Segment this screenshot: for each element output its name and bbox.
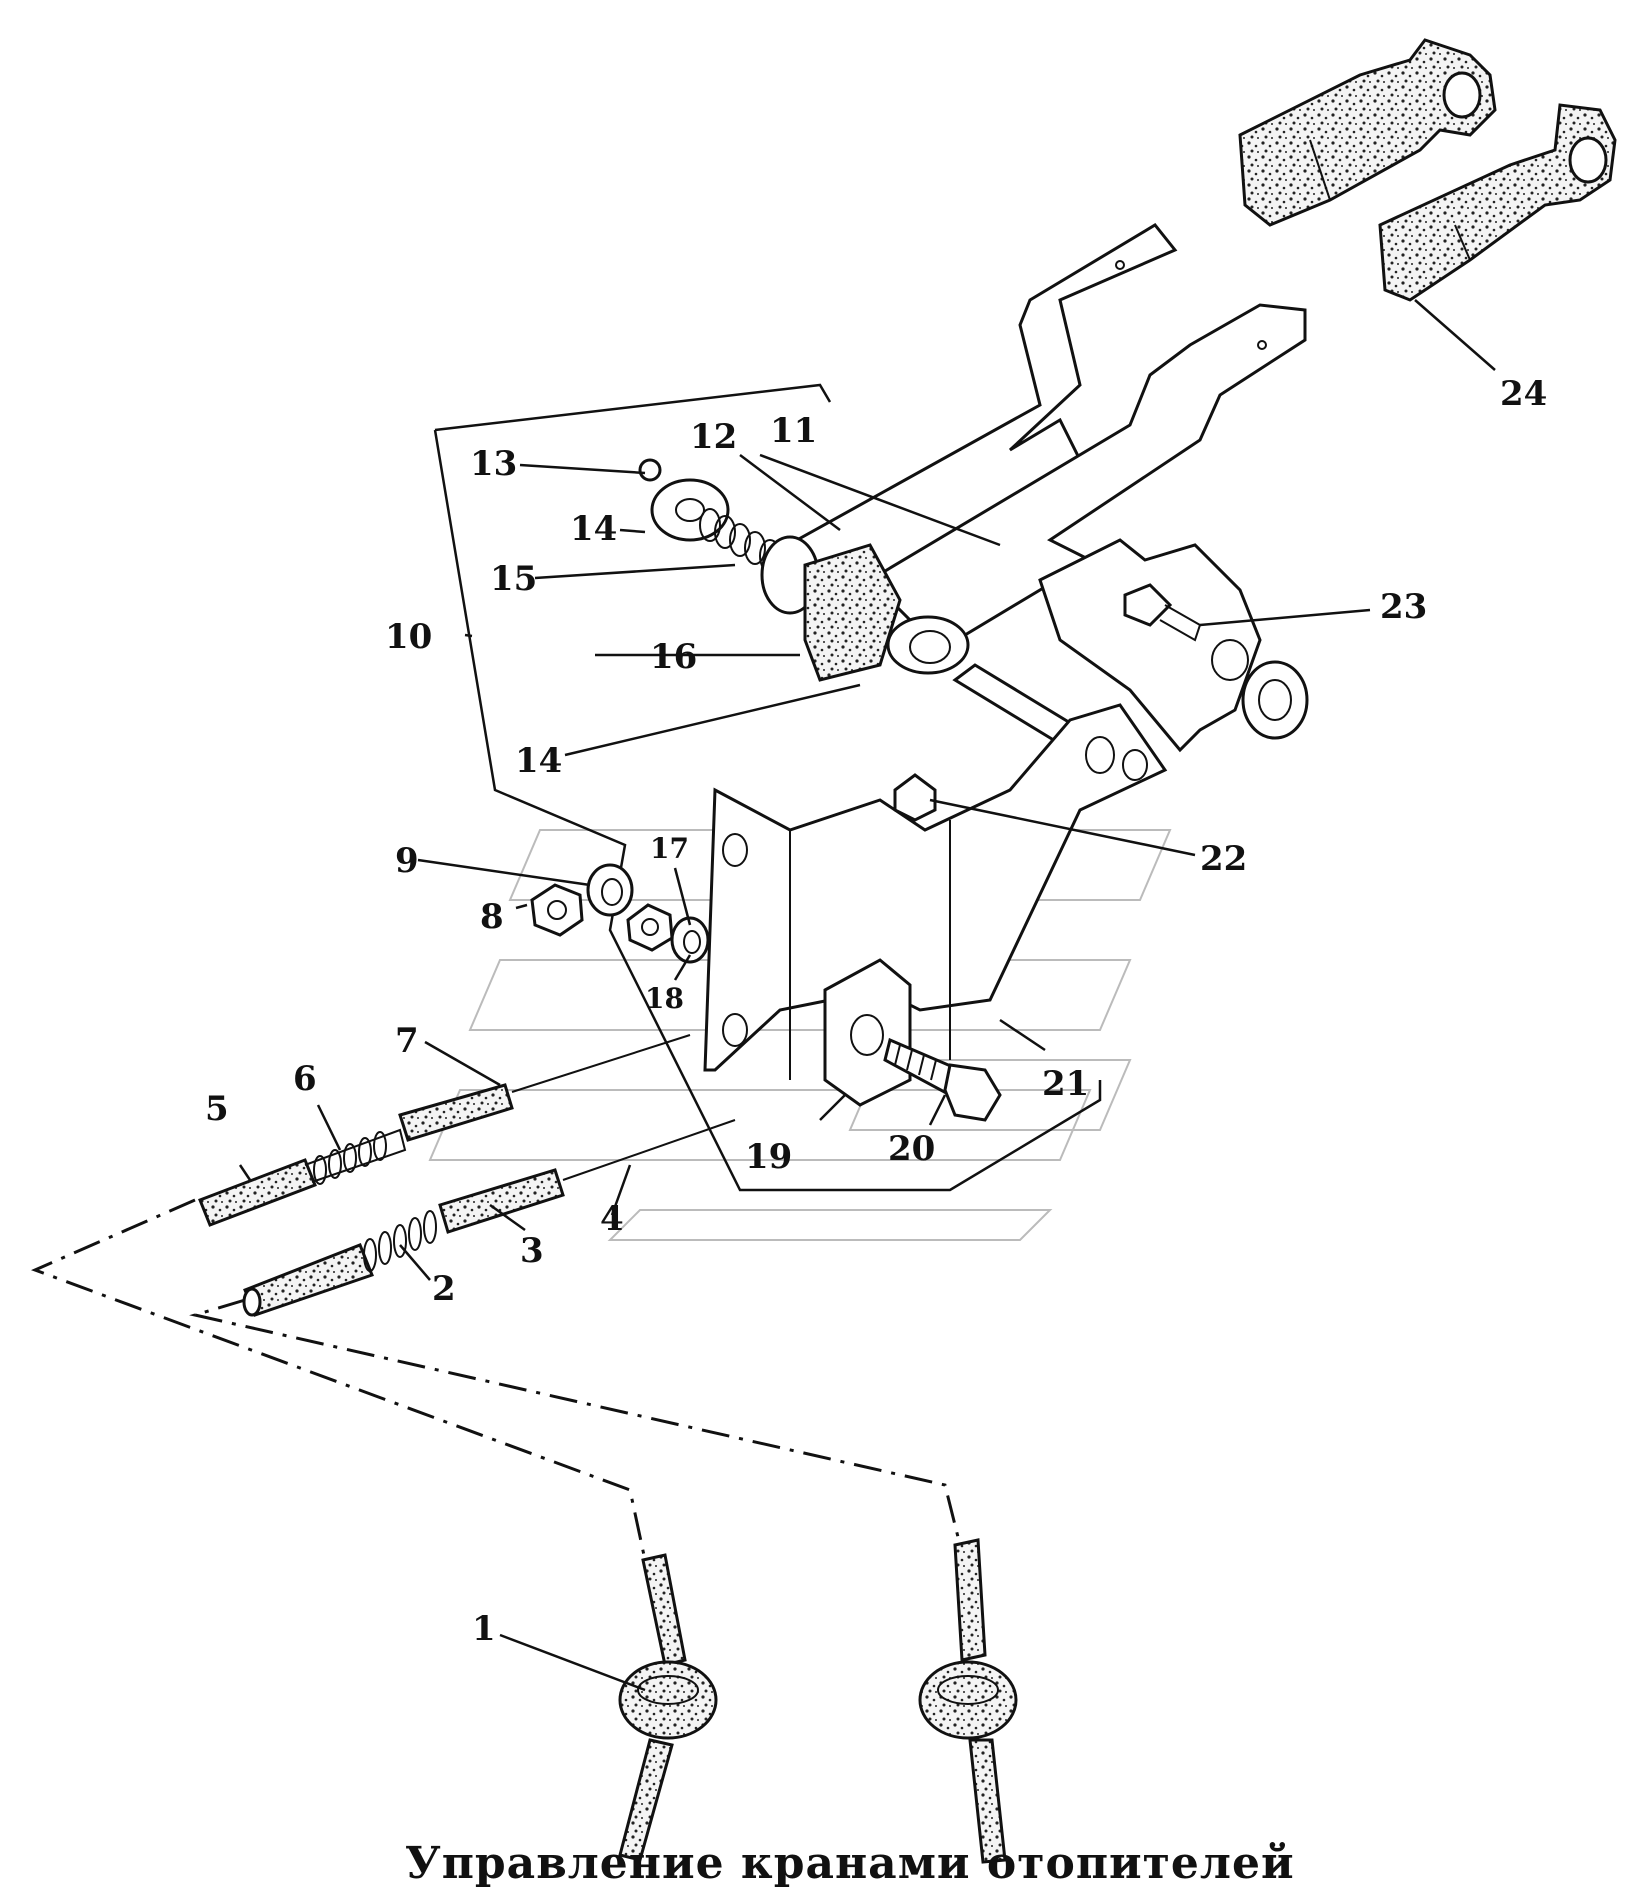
routing-lines	[30, 1198, 962, 1561]
callout-3: 3	[520, 1231, 544, 1271]
callout-5: 5	[205, 1089, 229, 1129]
callout-22: 22	[1200, 839, 1247, 879]
callout-8: 8	[480, 897, 504, 937]
callout-11: 11	[770, 411, 817, 451]
cable-upper	[198, 1034, 691, 1227]
mounting-bracket	[703, 703, 1168, 1080]
heater-tap-cable-right	[918, 1538, 1018, 1864]
diagram-title: Управление кранами отопителей	[405, 1838, 1295, 1889]
callout-24: 24	[1500, 374, 1547, 414]
heater-tap-cable-left	[618, 1553, 718, 1862]
callout-14-lower: 14	[515, 741, 562, 781]
callout-23: 23	[1380, 587, 1427, 627]
leader-lines	[238, 299, 1496, 1692]
callout-1: 1	[472, 1609, 496, 1649]
callout-20: 20	[888, 1129, 935, 1169]
callout-9: 9	[395, 841, 419, 881]
heater-tap-levers	[1238, 38, 1617, 302]
callout-15: 15	[490, 559, 537, 599]
spring-assembly	[638, 458, 970, 682]
callout-16: 16	[650, 637, 697, 677]
fasteners	[530, 863, 710, 964]
callout-4: 4	[600, 1199, 624, 1239]
callout-13: 13	[470, 444, 517, 484]
lever-assembly	[766, 223, 1309, 753]
callout-7: 7	[395, 1021, 419, 1061]
callout-18: 18	[645, 982, 684, 1015]
cable-lower	[242, 1119, 736, 1317]
cable-clamp	[823, 958, 912, 1107]
callout-labels: 1 2 3 4 5 6 7 8 9 10 11 12 13 14 15 16 1…	[205, 374, 1547, 1649]
callout-14-upper: 14	[570, 509, 617, 549]
callout-17: 17	[650, 832, 689, 865]
callout-21: 21	[1042, 1064, 1089, 1104]
callout-2: 2	[432, 1269, 456, 1309]
callout-6: 6	[293, 1059, 317, 1099]
callout-19: 19	[745, 1137, 792, 1177]
callout-12: 12	[690, 417, 737, 457]
bolt	[883, 1037, 1002, 1122]
screw	[1123, 583, 1202, 642]
callout-10: 10	[385, 617, 432, 657]
assembly-outline	[433, 383, 1102, 1192]
